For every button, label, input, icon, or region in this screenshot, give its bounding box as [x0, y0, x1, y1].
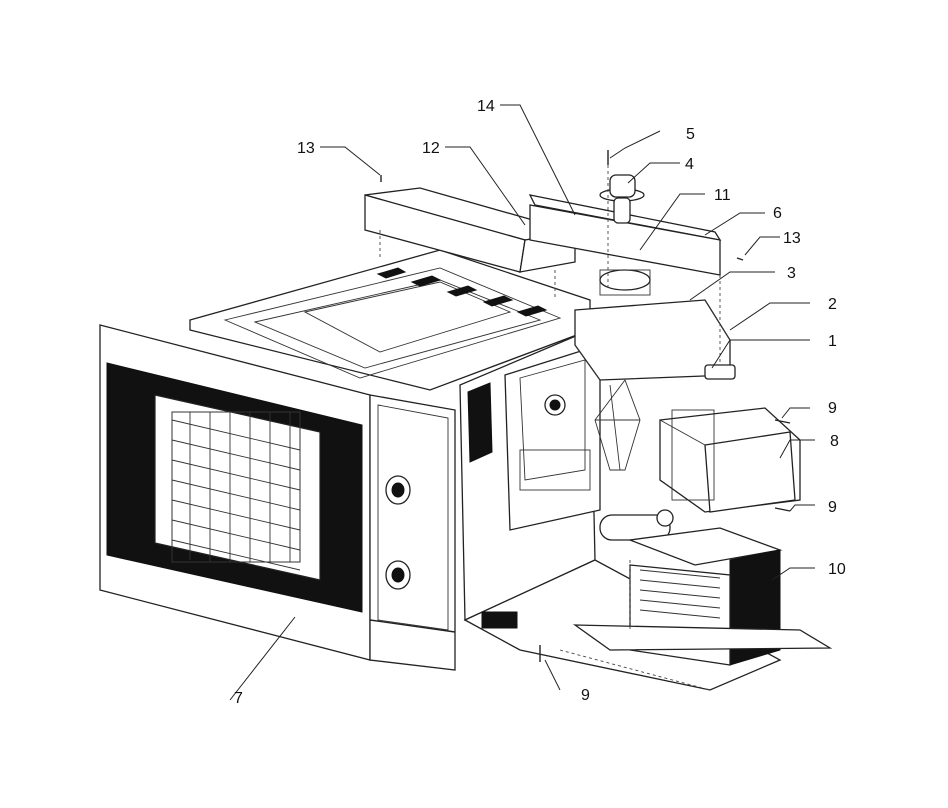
- callout-14: 14: [477, 98, 495, 115]
- callout-7: 7: [234, 690, 243, 707]
- callout-10: 10: [828, 561, 846, 578]
- air-duct: [364, 187, 576, 300]
- fan-motor: [599, 269, 651, 296]
- fuse-holder: [704, 364, 736, 380]
- callout-1: 1: [828, 333, 837, 350]
- assembly-guides: [559, 165, 721, 691]
- transformer: [572, 527, 833, 666]
- leader-lines: [229, 104, 815, 701]
- callout-8: 8: [830, 433, 839, 450]
- transformer-fins: [639, 569, 721, 619]
- door-mesh: [171, 411, 301, 571]
- control-knob-lower: [385, 560, 411, 590]
- callout-5: 5: [686, 126, 695, 143]
- screw-9-lower: [774, 507, 791, 512]
- capacitor: [599, 509, 674, 541]
- callout-4: 4: [685, 156, 694, 173]
- top-vents: [376, 267, 548, 317]
- callout-6: 6: [773, 205, 782, 222]
- thermostat: [599, 174, 645, 224]
- callout-2: 2: [828, 296, 837, 313]
- callout-13-left: 13: [297, 140, 315, 157]
- magnetron: [659, 407, 801, 513]
- callout-11: 11: [714, 187, 731, 204]
- callout-9-lower: 9: [828, 499, 837, 516]
- screw-9-upper: [774, 419, 791, 424]
- fan-housing: [574, 299, 731, 471]
- callout-9-upper: 9: [828, 400, 837, 417]
- callout-3: 3: [787, 265, 796, 282]
- callout-9-bottom: 9: [581, 687, 590, 704]
- screw-13-right: [736, 257, 744, 261]
- microwave-body: [99, 249, 782, 691]
- control-knob-upper: [385, 475, 411, 505]
- callout-13-right: 13: [783, 230, 801, 247]
- callout-12: 12: [422, 140, 440, 157]
